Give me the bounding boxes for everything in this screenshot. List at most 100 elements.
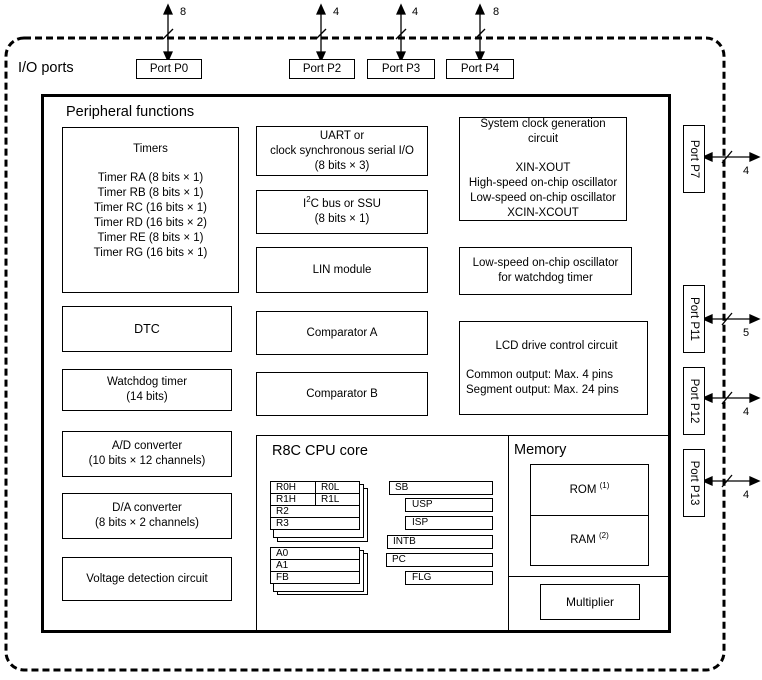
low-speed-osc-block: Low-speed on-chip oscillator for watchdo… xyxy=(459,247,632,295)
rom-label: ROM (1) xyxy=(569,480,610,498)
voltage-detection-block: Voltage detection circuit xyxy=(62,557,232,601)
watchdog-line1: Watchdog timer xyxy=(106,376,188,388)
port-p13: Port P13 xyxy=(683,449,705,517)
sysclock-low-speed: Low-speed on-chip oscillator xyxy=(470,192,616,204)
lowspeed-line2: for watchdog timer xyxy=(498,272,593,284)
port-p3: Port P3 xyxy=(367,59,435,79)
multiplier-label: Multiplier xyxy=(565,594,614,609)
adc-line1: A/D converter xyxy=(111,440,183,452)
peripheral-functions-title: Peripheral functions xyxy=(66,104,195,120)
timers-title: Timers xyxy=(133,143,168,155)
rom-text: ROM xyxy=(569,483,597,496)
port-p0: Port P0 xyxy=(136,59,202,79)
dac-line2: (8 bits × 2 channels) xyxy=(95,517,199,529)
port-p0-pins: 8 xyxy=(180,6,187,18)
timer-rd: Timer RD (16 bits × 2) xyxy=(93,217,207,229)
reg-sb: SB xyxy=(389,481,493,495)
port-p3-arrow xyxy=(395,3,407,63)
reg-usp: USP xyxy=(405,498,493,512)
comparator-b-label: Comparator B xyxy=(306,387,378,400)
port-p3-pins: 4 xyxy=(412,6,419,18)
port-p4-pins: 8 xyxy=(493,6,500,18)
dac-line1: D/A converter xyxy=(112,502,182,514)
port-p11-pins: 5 xyxy=(743,327,750,339)
reg-r3: R3 xyxy=(270,517,360,530)
port-p7-arrow xyxy=(701,150,761,164)
timer-rg: Timer RG (16 bits × 1) xyxy=(93,247,208,259)
port-p7-label: Port P7 xyxy=(688,139,700,179)
comparator-a-block: Comparator A xyxy=(256,311,428,355)
cpu-core-title: R8C CPU core xyxy=(272,443,368,459)
reg-fb: FB xyxy=(270,571,360,584)
lowspeed-line1: Low-speed on-chip oscillator xyxy=(472,257,619,269)
i2c-rest: C bus or SSU xyxy=(310,198,381,210)
port-p12-pins: 4 xyxy=(743,406,750,418)
sysclock-high-speed: High-speed on-chip oscillator xyxy=(468,177,618,189)
ad-converter-block: A/D converter (10 bits × 12 channels) xyxy=(62,431,232,477)
sysclock-xcin: XCIN-XCOUT xyxy=(507,207,579,219)
dtc-block: DTC xyxy=(62,306,232,352)
watchdog-timer-block: Watchdog timer (14 bits) xyxy=(62,369,232,411)
da-converter-block: D/A converter (8 bits × 2 channels) xyxy=(62,493,232,539)
voltage-detection-label: Voltage detection circuit xyxy=(86,572,208,585)
ram-text: RAM xyxy=(570,534,596,546)
comparator-a-label: Comparator A xyxy=(306,326,378,339)
uart-line1: UART or xyxy=(319,129,365,142)
lcd-title: LCD drive control circuit xyxy=(495,339,618,352)
timer-re: Timer RE (8 bits × 1) xyxy=(97,232,204,244)
comparator-b-block: Comparator B xyxy=(256,372,428,416)
ram-note: (2) xyxy=(598,531,609,541)
port-p12-arrow xyxy=(701,391,761,405)
port-p11-label: Port P11 xyxy=(688,297,700,341)
i2c-line1: I2C bus or SSU xyxy=(303,195,381,212)
ram-block: RAM (2) xyxy=(530,515,649,566)
system-clock-block: System clock generation circuit XIN-XOUT… xyxy=(459,117,627,221)
reg-pc: PC xyxy=(386,553,493,567)
uart-line2: clock synchronous serial I/O xyxy=(270,144,414,157)
port-p11-arrow xyxy=(701,312,761,326)
timer-rc: Timer RC (16 bits × 1) xyxy=(93,202,207,214)
port-p11: Port P11 xyxy=(683,285,705,353)
lcd-common-output: Common output: Max. 4 pins xyxy=(466,368,614,381)
uart-line3: (8 bits × 3) xyxy=(314,159,370,172)
io-ports-boundary xyxy=(4,36,726,672)
uart-block: UART or clock synchronous serial I/O (8 … xyxy=(256,126,428,176)
io-ports-label: I/O ports xyxy=(18,60,74,76)
lcd-drive-block: LCD drive control circuit Common output:… xyxy=(459,321,648,415)
watchdog-line2: (14 bits) xyxy=(126,391,168,403)
multiplier-block: Multiplier xyxy=(540,584,640,620)
port-p4-arrow xyxy=(474,3,486,63)
reg-intb: INTB xyxy=(387,535,493,549)
rom-block: ROM (1) xyxy=(530,464,649,516)
port-p12-label: Port P12 xyxy=(688,378,700,424)
i2c-ssu-block: I2C bus or SSU (8 bits × 1) xyxy=(256,190,428,234)
port-p0-arrow xyxy=(162,3,174,63)
timer-rb: Timer RB (8 bits × 1) xyxy=(97,187,204,199)
memory-block xyxy=(508,435,670,577)
rom-note: (1) xyxy=(599,480,610,490)
lin-module-block: LIN module xyxy=(256,247,428,293)
port-p7-pins: 4 xyxy=(743,165,750,177)
i2c-prefix: I xyxy=(303,198,307,210)
lcd-segment-output: Segment output: Max. 24 pins xyxy=(466,383,619,396)
timers-block: Timers Timer RA (8 bits × 1) Timer RB (8… xyxy=(62,127,239,293)
sysclock-xin: XIN-XOUT xyxy=(515,162,571,174)
port-p13-label: Port P13 xyxy=(688,460,700,506)
port-p2: Port P2 xyxy=(289,59,355,79)
sysclock-line2: circuit xyxy=(527,133,559,145)
port-p12: Port P12 xyxy=(683,367,705,435)
dtc-label: DTC xyxy=(134,321,160,336)
port-p7: Port P7 xyxy=(683,125,705,193)
port-p4: Port P4 xyxy=(446,59,514,79)
port-p13-pins: 4 xyxy=(743,489,750,501)
lin-label: LIN module xyxy=(312,263,372,276)
port-p2-pins: 4 xyxy=(333,6,340,18)
i2c-sup: 2 xyxy=(306,195,311,205)
adc-line2: (10 bits × 12 channels) xyxy=(88,455,206,467)
port-p13-arrow xyxy=(701,474,761,488)
reg-flg: FLG xyxy=(405,571,493,585)
reg-isp: ISP xyxy=(405,516,493,530)
memory-title: Memory xyxy=(514,442,567,458)
timer-ra: Timer RA (8 bits × 1) xyxy=(97,172,204,184)
